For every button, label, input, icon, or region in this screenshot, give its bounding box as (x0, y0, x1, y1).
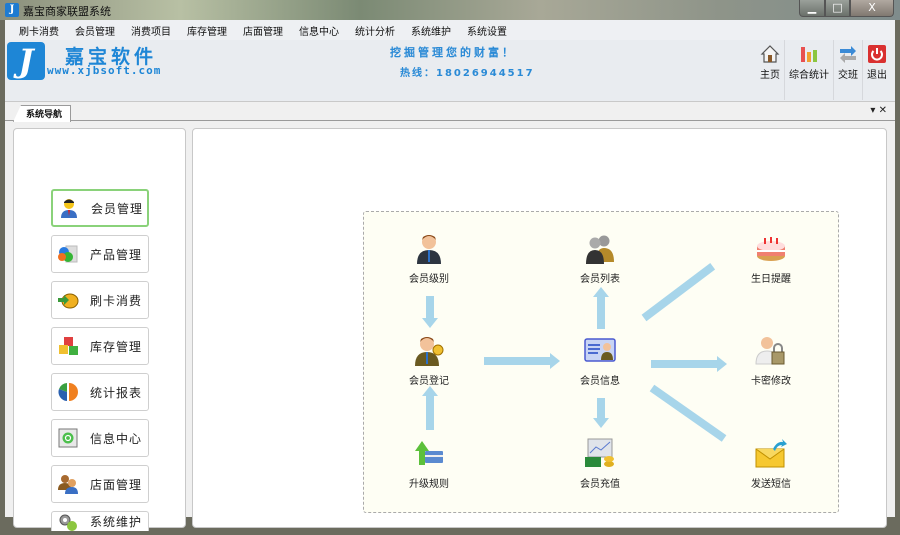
arrowhead-right (550, 353, 560, 369)
swap-icon (838, 44, 858, 64)
arrowhead-down (422, 318, 438, 328)
nav-info-center[interactable]: 信息中心 (51, 419, 149, 457)
arrow-right (651, 360, 717, 368)
pie-chart-icon (57, 381, 79, 403)
app-icon: J (5, 3, 19, 17)
close-button[interactable]: X (850, 0, 894, 17)
tab-bar: 系统导航 ▾ ✕ (5, 103, 895, 122)
member-list-icon (584, 232, 616, 264)
send-sms-icon (755, 437, 787, 469)
menu-bar: 刷卡消费 会员管理 消费项目 库存管理 店面管理 信息中心 统计分析 系统维护 … (5, 20, 895, 40)
card-password-icon (755, 334, 787, 366)
member-info-icon (584, 334, 616, 366)
power-icon (867, 44, 887, 64)
member-register-icon (413, 334, 445, 366)
nav-inventory-management[interactable]: 库存管理 (51, 327, 149, 365)
header-banner: J 嘉宝软件 www.xjbsoft.com 挖掘管理您的财富！ 热线：1802… (5, 40, 895, 102)
node-member-list[interactable]: 会员列表 (565, 232, 635, 285)
home-button[interactable]: 主页 (756, 40, 785, 100)
arrow-down (426, 296, 434, 318)
maximize-button[interactable]: □ (825, 0, 850, 17)
menu-item-maintenance[interactable]: 系统维护 (411, 27, 451, 38)
arrow-up (426, 396, 434, 430)
main-panel: 会员级别 会员列表 生日提醒 会员登记 会员信息 卡密修改 (192, 128, 887, 528)
node-member-info[interactable]: 会员信息 (565, 334, 635, 387)
toolbar: 主页 综合统计 交班 退出 (756, 40, 891, 100)
nav-member-management[interactable]: 会员管理 (51, 189, 149, 227)
inventory-icon (57, 335, 79, 357)
logo-url: www.xjbsoft.com (47, 64, 162, 77)
arrow-right (484, 357, 550, 365)
member-level-icon (413, 232, 445, 264)
arrow-down-right (649, 384, 727, 442)
nav-product-management[interactable]: 产品管理 (51, 235, 149, 273)
nav-store-management[interactable]: 店面管理 (51, 465, 149, 503)
title-bar: J 嘉宝商家联盟系统 ▁ □ X (0, 0, 900, 20)
navigation-panel: 会员管理 产品管理 刷卡消费 库存管理 统计报表 信息中心 店面管理 系统维护 (13, 128, 186, 531)
card-swipe-icon (57, 289, 79, 311)
minimize-button[interactable]: ▁ (799, 0, 825, 17)
menu-item-stats[interactable]: 统计分析 (355, 27, 395, 38)
arrow-up (597, 297, 605, 329)
node-upgrade-rule[interactable]: 升级规则 (394, 437, 464, 490)
node-birthday-reminder[interactable]: 生日提醒 (736, 232, 806, 285)
node-send-sms[interactable]: 发送短信 (736, 437, 806, 490)
shift-handover-button[interactable]: 交班 (834, 40, 863, 100)
app-frame: 刷卡消费 会员管理 消费项目 库存管理 店面管理 信息中心 统计分析 系统维护 … (5, 20, 895, 531)
product-icon (57, 243, 79, 265)
birthday-cake-icon (755, 232, 787, 264)
member-flow-diagram: 会员级别 会员列表 生日提醒 会员登记 会员信息 卡密修改 (363, 211, 839, 513)
slogan: 挖掘管理您的财富！ (390, 46, 516, 59)
node-member-register[interactable]: 会员登记 (394, 334, 464, 387)
home-icon (760, 44, 780, 64)
arrowhead-down (593, 418, 609, 428)
upgrade-rule-icon (413, 437, 445, 469)
menu-item-card-consume[interactable]: 刷卡消费 (19, 27, 59, 38)
exit-button[interactable]: 退出 (863, 40, 891, 100)
member-recharge-icon (584, 437, 616, 469)
arrow-down (597, 398, 605, 418)
menu-item-store[interactable]: 店面管理 (243, 27, 283, 38)
menu-item-settings[interactable]: 系统设置 (467, 27, 507, 38)
menu-item-inventory[interactable]: 库存管理 (187, 27, 227, 38)
nav-card-consume[interactable]: 刷卡消费 (51, 281, 149, 319)
menu-item-member[interactable]: 会员管理 (75, 27, 115, 38)
settings-icon (57, 512, 79, 532)
logo-name: 嘉宝软件 (65, 46, 158, 68)
tab-dropdown-icon[interactable]: ▾ (870, 105, 876, 116)
store-icon (57, 473, 79, 495)
member-icon (58, 197, 80, 219)
menu-item-info[interactable]: 信息中心 (299, 27, 339, 38)
arrowhead-up (593, 287, 609, 297)
message-icon (57, 427, 79, 449)
node-card-password[interactable]: 卡密修改 (736, 334, 806, 387)
nav-statistics-report[interactable]: 统计报表 (51, 373, 149, 411)
hotline: 热线：18026944517 (400, 68, 535, 79)
arrow-up-right (641, 263, 716, 322)
menu-item-consume-items[interactable]: 消费项目 (131, 27, 171, 38)
logo-icon: J (7, 42, 45, 80)
arrowhead-right (717, 356, 727, 372)
node-member-level[interactable]: 会员级别 (394, 232, 464, 285)
tab-system-navigation[interactable]: 系统导航 (13, 105, 72, 122)
arrowhead-up (422, 386, 438, 396)
bar-chart-icon (799, 44, 819, 64)
overall-stats-button[interactable]: 综合统计 (785, 40, 834, 100)
tab-close-icon[interactable]: ✕ (878, 105, 887, 116)
nav-system-maintenance[interactable]: 系统维护 (51, 511, 149, 531)
window-title: 嘉宝商家联盟系统 (23, 5, 111, 18)
node-member-recharge[interactable]: 会员充值 (565, 437, 635, 490)
